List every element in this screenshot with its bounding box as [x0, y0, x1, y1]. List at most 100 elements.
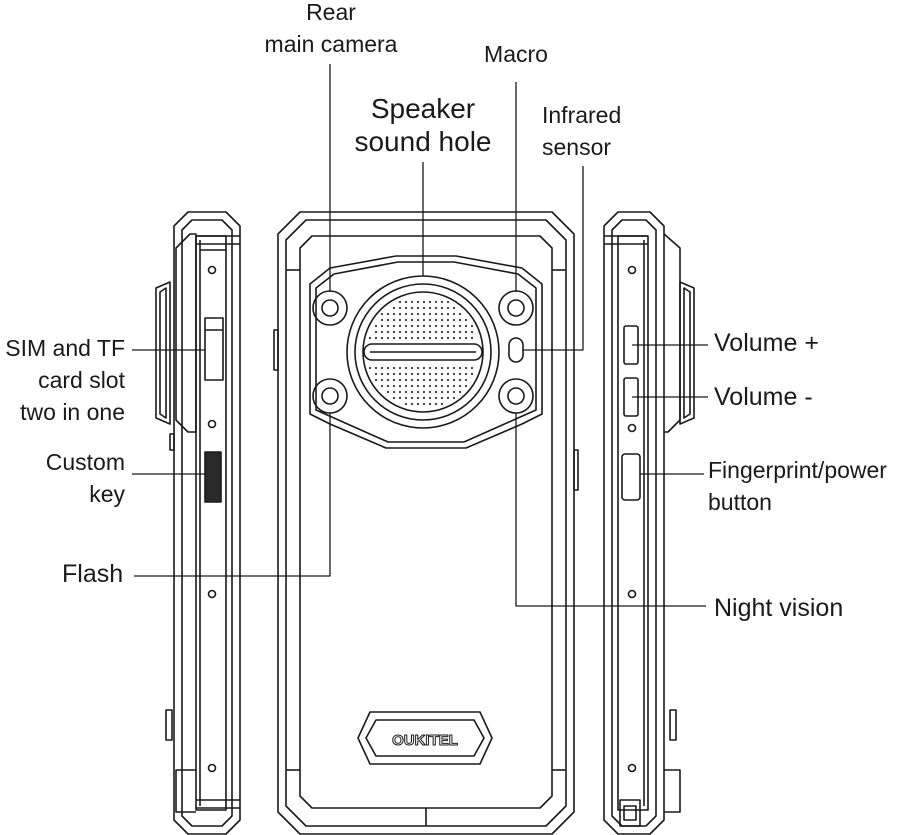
screw-icon [207, 265, 217, 275]
grille-dot [446, 378, 450, 382]
grille-dot [398, 384, 402, 388]
grille-dot [416, 336, 420, 340]
grille-dot [428, 390, 432, 394]
grille-dot [422, 330, 426, 334]
label-rear-main-camera: Rear main camera [264, 0, 398, 57]
grille-dot [404, 336, 408, 340]
grille-dot [428, 300, 432, 304]
grille-dot [434, 312, 438, 316]
grille-dot [392, 396, 396, 400]
grille-dot [458, 324, 462, 328]
grille-dot [380, 384, 384, 388]
grille-dot [386, 336, 390, 340]
grille-dot [410, 300, 414, 304]
grille-dot [440, 396, 444, 400]
grille-dot [398, 300, 402, 304]
grille-dot [440, 378, 444, 382]
grille-dot [452, 396, 456, 400]
grille-dot [392, 318, 396, 322]
grille-dot [416, 402, 420, 406]
grille-dot [464, 366, 468, 370]
left-side-view [155, 211, 241, 835]
grille-dot [386, 312, 390, 316]
grille-dot [416, 318, 420, 322]
grille-dot [452, 366, 456, 370]
screw-icon [207, 589, 217, 599]
grille-dot [416, 390, 420, 394]
grille-dot [416, 300, 420, 304]
grille-dot [446, 300, 450, 304]
grille-dot [374, 336, 378, 340]
grille-dot [434, 366, 438, 370]
grille-dot [410, 330, 414, 334]
grille-dot [446, 366, 450, 370]
grille-dot [422, 384, 426, 388]
grille-dot [404, 372, 408, 376]
grille-dot [464, 324, 468, 328]
grille-dot [392, 378, 396, 382]
grille-dot [404, 306, 408, 310]
grille-dot [410, 378, 414, 382]
grille-dot [392, 330, 396, 334]
grille-dot [440, 312, 444, 316]
grille-dot [416, 330, 420, 334]
grille-dot [464, 378, 468, 382]
grille-dot [434, 390, 438, 394]
grille-dot [410, 324, 414, 328]
grille-dot [392, 390, 396, 394]
grille-dot [380, 336, 384, 340]
grille-dot [470, 324, 474, 328]
grille-dot [452, 330, 456, 334]
grille-dot [440, 306, 444, 310]
grille-dot [440, 330, 444, 334]
screw-icon [627, 423, 637, 433]
grille-dot [398, 378, 402, 382]
grille-dot [404, 330, 408, 334]
grille-dot [410, 318, 414, 322]
grille-dot [446, 330, 450, 334]
grille-dot [452, 390, 456, 394]
grille-dot [398, 324, 402, 328]
grille-dot [422, 372, 426, 376]
grille-dot [440, 384, 444, 388]
grille-dot [416, 324, 420, 328]
grille-dot [422, 300, 426, 304]
grille-dot [404, 324, 408, 328]
grille-dot [404, 384, 408, 388]
grille-dot [392, 306, 396, 310]
screw-icon [207, 419, 217, 429]
rear-main-camera-lens [312, 290, 348, 326]
grille-dot [398, 318, 402, 322]
grille-dot [470, 336, 474, 340]
grille-dot [428, 312, 432, 316]
grille-dot [452, 378, 456, 382]
grille-dot [380, 378, 384, 382]
label-macro: Macro [484, 41, 548, 67]
grille-dot [428, 378, 432, 382]
grille-dot [404, 366, 408, 370]
grille-dot [446, 318, 450, 322]
grille-dot [404, 300, 408, 304]
grille-dot [374, 366, 378, 370]
grille-dot [392, 384, 396, 388]
label-flash: Flash [62, 560, 124, 588]
grille-dot [410, 384, 414, 388]
grille-dot [470, 372, 474, 376]
grille-dot [428, 324, 432, 328]
grille-dot [452, 324, 456, 328]
grille-dot [440, 366, 444, 370]
grille-dot [440, 324, 444, 328]
screw-icon [207, 763, 217, 773]
brand-logo: OUKITEL [392, 732, 458, 749]
label-volume-up: Volume + [714, 329, 819, 357]
grille-dot [452, 384, 456, 388]
grille-dot [452, 372, 456, 376]
grille-dot [404, 390, 408, 394]
grille-dot [368, 336, 372, 340]
grille-dot [458, 330, 462, 334]
label-speaker-sound-hole: Speaker sound hole [354, 93, 492, 157]
grille-dot [458, 366, 462, 370]
grille-dot [404, 402, 408, 406]
grille-dot [386, 384, 390, 388]
custom-key [204, 451, 222, 503]
